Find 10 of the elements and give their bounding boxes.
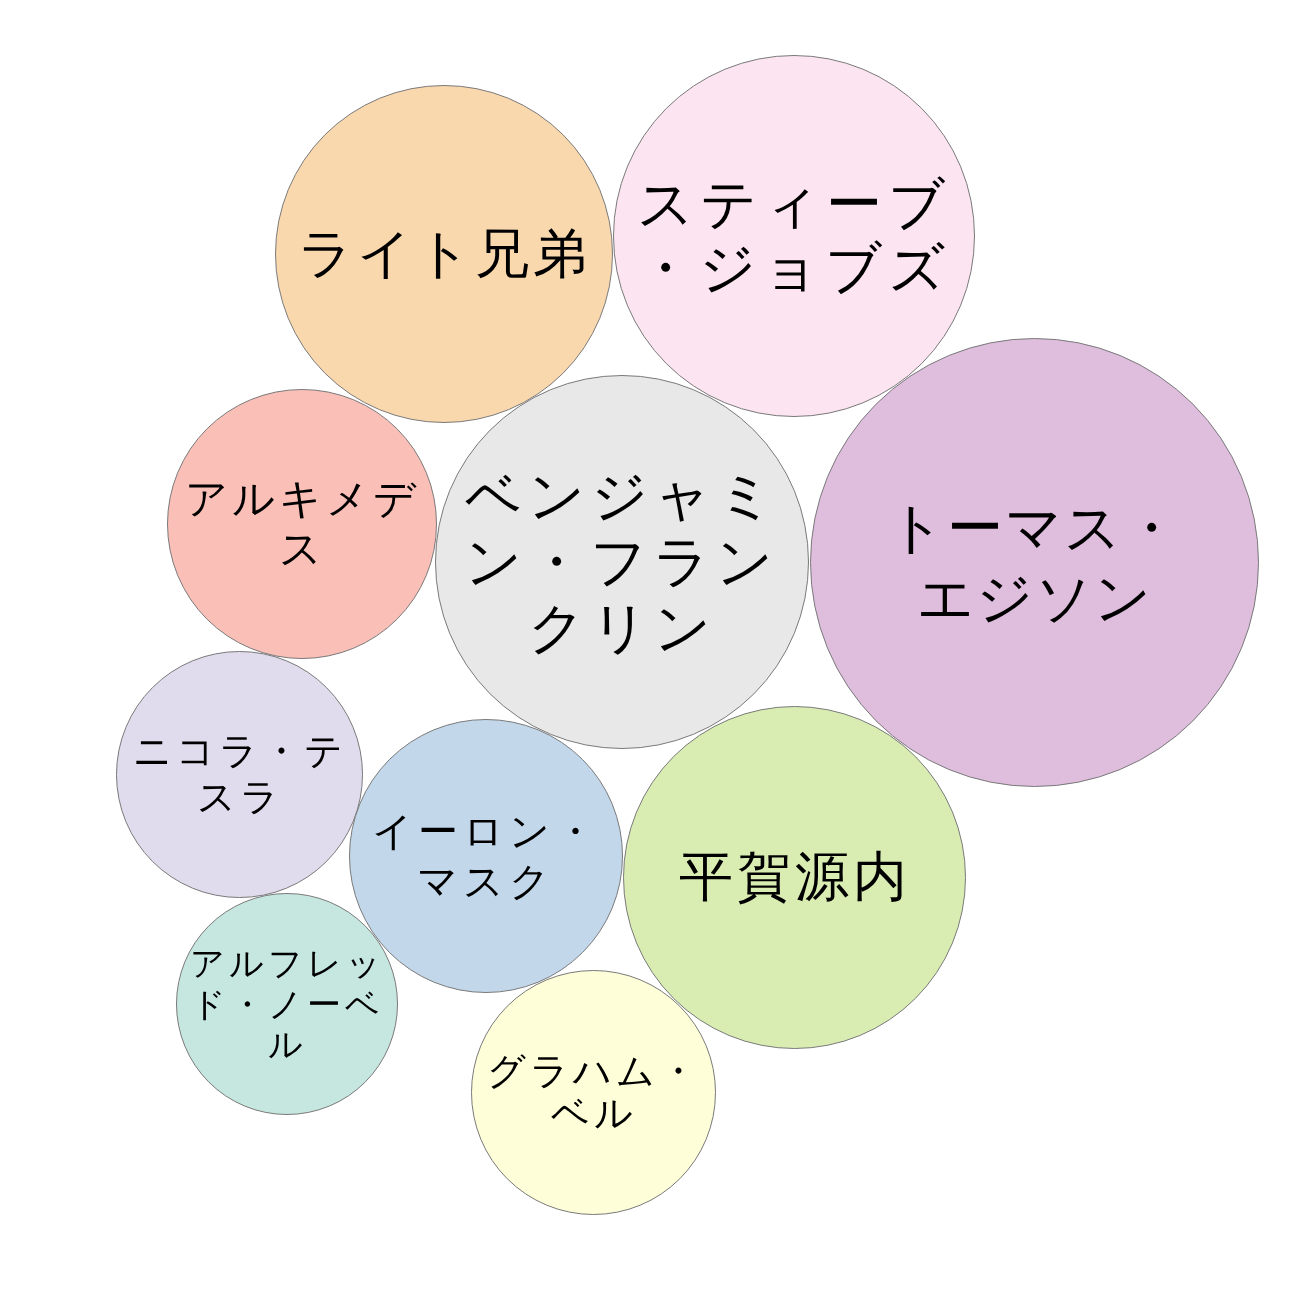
name-label: イーロン・マスク	[371, 807, 601, 906]
name-label: トーマス・エジソン	[887, 493, 1182, 632]
name-label: アルフレッド・ノーベル	[188, 942, 386, 1066]
name-label: 平賀源内	[677, 845, 912, 910]
name-label: ベンジャミン・フランクリン	[463, 462, 781, 662]
name-label: ライト兄弟	[296, 221, 592, 287]
name-label: アルキメデス	[183, 473, 421, 575]
name-label: ニコラ・テスラ	[131, 728, 348, 821]
name-label: グラハム・ベル	[485, 1050, 702, 1135]
name-label: スティーブ・ジョブズ	[636, 171, 952, 301]
